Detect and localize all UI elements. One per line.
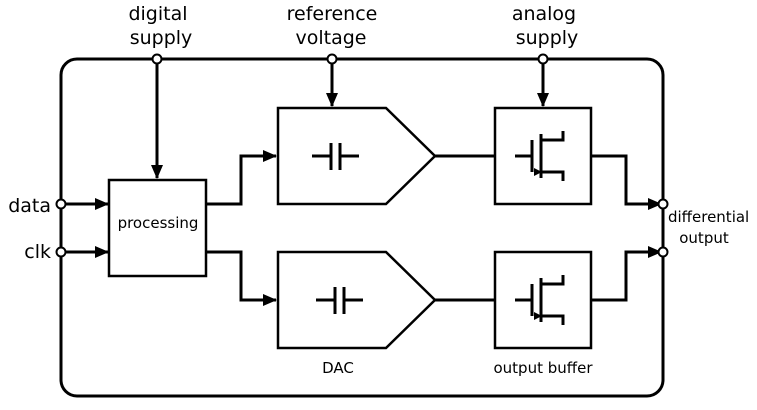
capacitor-icon <box>312 143 359 170</box>
buffer-to-output-top-wire <box>591 154 662 210</box>
output-buffer-label: output buffer <box>493 359 593 377</box>
clk-pin <box>55 246 67 258</box>
transistor-icon <box>515 275 565 325</box>
differential-output-label: differential output <box>668 208 754 247</box>
system-boundary <box>59 57 665 398</box>
output-positive-pin <box>657 198 669 210</box>
reference-voltage-label: reference voltage <box>287 3 384 49</box>
transistor-icon <box>515 131 565 181</box>
dac-label: DAC <box>322 359 354 377</box>
reference-voltage-pin <box>326 53 338 65</box>
buffer-to-output-bottom-wire <box>591 246 662 302</box>
dac-top <box>276 106 437 206</box>
processing-to-dac-top-wire <box>206 150 277 206</box>
processing-to-dac-bottom-wire <box>206 250 277 306</box>
output-negative-pin <box>657 246 669 258</box>
output-buffer-top <box>493 106 593 206</box>
output-buffer-bottom <box>493 250 593 350</box>
data-pin <box>55 198 67 210</box>
data-label: data <box>8 195 51 217</box>
digital-supply-label: digital supply <box>128 3 193 49</box>
analog-supply-label: analog supply <box>512 3 582 49</box>
dac-bottom <box>276 250 437 350</box>
clk-label: clk <box>24 241 51 263</box>
capacitor-icon <box>316 287 363 314</box>
digital-supply-pin <box>151 53 163 65</box>
processing-label: processing <box>118 214 199 232</box>
processing-block <box>107 178 208 278</box>
analog-supply-pin <box>537 53 549 65</box>
